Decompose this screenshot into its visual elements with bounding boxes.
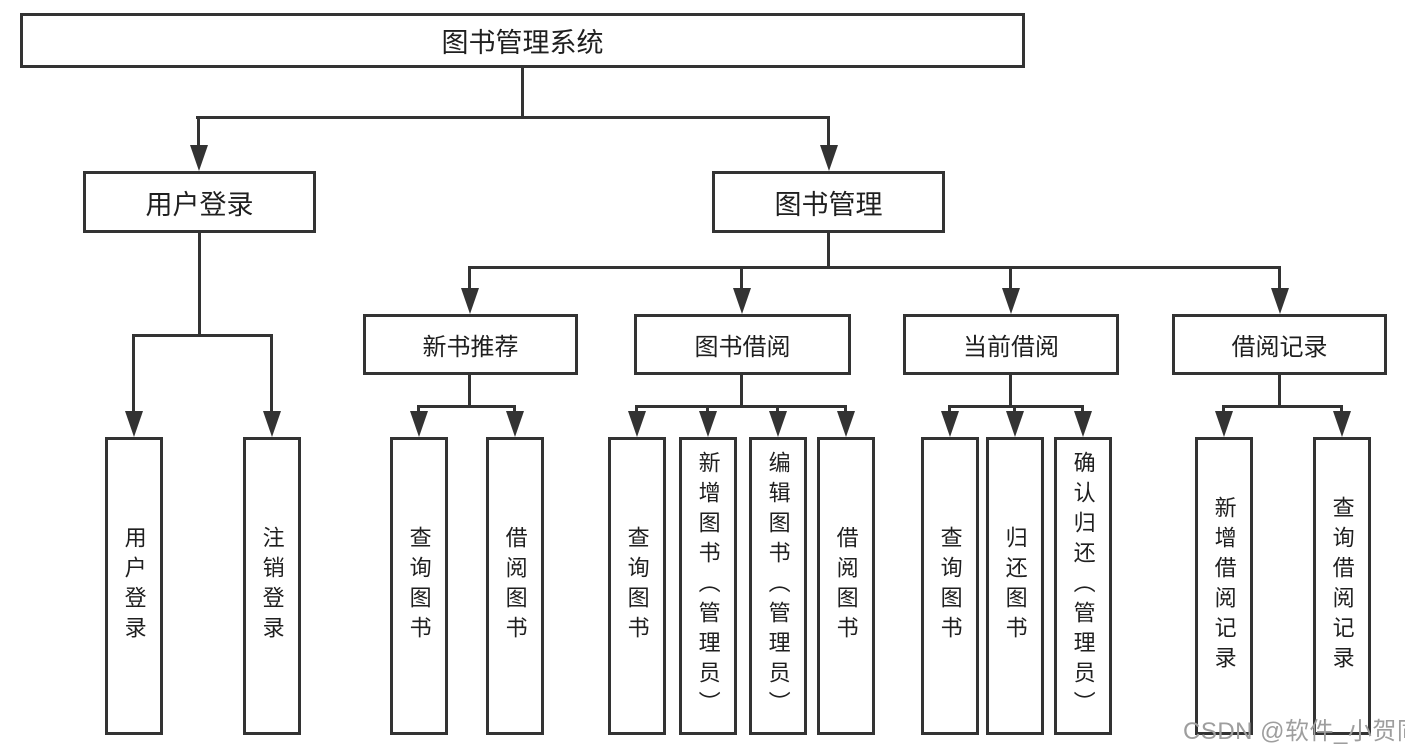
connector-line [270, 336, 273, 413]
connector-line [1081, 407, 1084, 413]
connector-line [196, 116, 830, 119]
connector-line [417, 407, 420, 413]
leaf-borrowing-borrow-books-label: 借阅图书 [833, 526, 859, 646]
leaf-records-query-record-label: 查询借阅记录 [1329, 496, 1355, 676]
arrow-down-icon [506, 411, 524, 437]
connector-line [468, 375, 471, 407]
arrow-down-icon [410, 411, 428, 437]
leaf-user-login: 用户登录 [105, 437, 163, 735]
connector-line [635, 405, 847, 408]
node-user-login: 用户登录 [83, 171, 316, 233]
leaf-newbook-borrow-books-label: 借阅图书 [502, 526, 528, 646]
arrow-down-icon [190, 145, 208, 171]
arrow-down-icon [837, 411, 855, 437]
connector-line [1009, 375, 1012, 407]
arrow-down-icon [263, 411, 281, 437]
connector-line [521, 68, 524, 118]
arrow-down-icon [699, 411, 717, 437]
connector-line [827, 118, 830, 148]
node-book-management: 图书管理 [712, 171, 945, 233]
leaf-records-add-record-label: 新增借阅记录 [1211, 496, 1237, 676]
connector-line [740, 375, 743, 407]
leaf-current-query-books: 查询图书 [921, 437, 979, 735]
connector-line [706, 407, 709, 413]
connector-line [1013, 407, 1016, 413]
connector-line [417, 405, 516, 408]
node-borrow-records: 借阅记录 [1172, 314, 1387, 375]
connector-line [513, 407, 516, 413]
connector-line [948, 407, 951, 413]
connector-line [948, 405, 1084, 408]
node-user-login-label: 用户登录 [145, 189, 254, 220]
connector-line [1340, 407, 1343, 413]
leaf-borrowing-add-books-admin: 新增图书（管理员） [679, 437, 737, 735]
arrow-down-icon [1333, 411, 1351, 437]
connector-line [827, 233, 830, 268]
leaf-newbook-query-books-label: 查询图书 [406, 526, 432, 646]
connector-line [740, 268, 743, 290]
leaf-borrowing-add-books-admin-label: 新增图书（管理员） [695, 451, 721, 721]
node-root: 图书管理系统 [20, 13, 1025, 68]
arrow-down-icon [1006, 411, 1024, 437]
node-book-borrowing-label: 图书借阅 [694, 334, 791, 361]
leaf-logout: 注销登录 [243, 437, 301, 735]
node-current-borrowing-label: 当前借阅 [963, 334, 1059, 361]
connector-line [1278, 268, 1281, 290]
leaf-borrowing-edit-books-admin: 编辑图书（管理员） [749, 437, 807, 735]
arrow-down-icon [1215, 411, 1233, 437]
arrow-down-icon [941, 411, 959, 437]
node-book-borrowing: 图书借阅 [634, 314, 851, 375]
leaf-user-login-label: 用户登录 [121, 526, 147, 646]
connector-line [776, 407, 779, 413]
connector-line [844, 407, 847, 413]
leaf-records-query-record: 查询借阅记录 [1313, 437, 1371, 735]
node-current-borrowing: 当前借阅 [903, 314, 1119, 375]
leaf-logout-label: 注销登录 [259, 526, 285, 646]
watermark: CSDN @软件_小贺同学 [1183, 718, 1405, 745]
connector-line [1009, 268, 1012, 290]
leaf-current-confirm-return-admin: 确认归还（管理员） [1054, 437, 1112, 735]
arrow-down-icon [820, 145, 838, 171]
leaf-current-query-books-label: 查询图书 [937, 526, 963, 646]
arrow-down-icon [1074, 411, 1092, 437]
node-borrow-records-label: 借阅记录 [1231, 334, 1328, 361]
leaf-borrowing-query-books-label: 查询图书 [624, 526, 650, 646]
leaf-current-return-books: 归还图书 [986, 437, 1044, 735]
arrow-down-icon [1002, 288, 1020, 314]
arrow-down-icon [461, 288, 479, 314]
arrow-down-icon [125, 411, 143, 437]
connector-line [197, 118, 200, 148]
leaf-newbook-query-books: 查询图书 [390, 437, 448, 735]
connector-line [1278, 375, 1281, 407]
arrow-down-icon [733, 288, 751, 314]
node-new-book-recommend-label: 新书推荐 [422, 334, 519, 361]
connector-line [132, 334, 273, 337]
leaf-newbook-borrow-books: 借阅图书 [486, 437, 544, 735]
connector-line [132, 336, 135, 413]
connector-line [468, 266, 1281, 269]
arrow-down-icon [1271, 288, 1289, 314]
connector-line [198, 233, 201, 336]
node-new-book-recommend: 新书推荐 [363, 314, 578, 375]
arrow-down-icon [769, 411, 787, 437]
leaf-records-add-record: 新增借阅记录 [1195, 437, 1253, 735]
node-root-label: 图书管理系统 [441, 28, 604, 58]
leaf-borrowing-edit-books-admin-label: 编辑图书（管理员） [765, 451, 791, 721]
leaf-borrowing-borrow-books: 借阅图书 [817, 437, 875, 735]
connector-line [1222, 407, 1225, 413]
arrow-down-icon [628, 411, 646, 437]
connector-line [1222, 405, 1343, 408]
leaf-current-confirm-return-admin-label: 确认归还（管理员） [1070, 451, 1096, 721]
connector-line [468, 268, 471, 290]
node-book-management-label: 图书管理 [774, 189, 883, 220]
connector-line [635, 407, 638, 413]
leaf-current-return-books-label: 归还图书 [1002, 526, 1028, 646]
leaf-borrowing-query-books: 查询图书 [608, 437, 666, 735]
